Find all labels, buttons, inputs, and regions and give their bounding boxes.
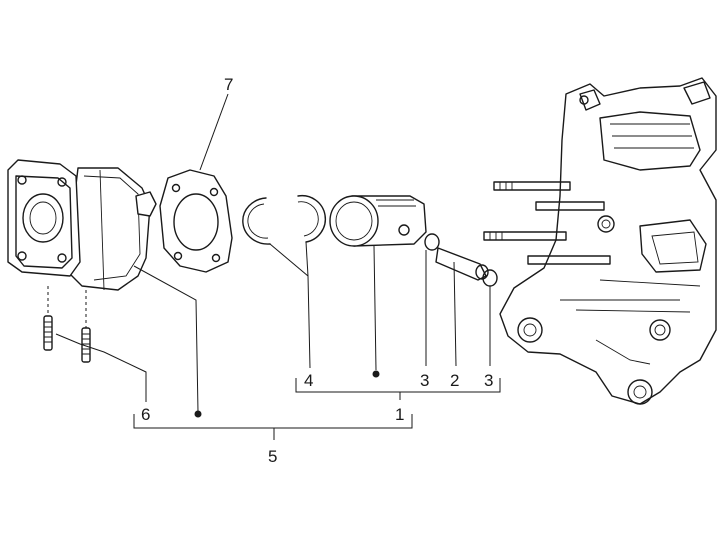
callout-7: 7 [224, 75, 233, 94]
callout-1: 1 [395, 405, 404, 424]
callout-4: 4 [304, 371, 313, 390]
callout-3-right: 3 [484, 371, 493, 390]
callout-2: 2 [450, 371, 459, 390]
callout-dot-piston [372, 370, 380, 378]
leader-lines [55, 93, 501, 440]
circlip-left [424, 233, 440, 251]
callout-dot-head [194, 410, 202, 418]
studs [43, 286, 91, 363]
callout-6: 6 [141, 405, 150, 424]
callout-3-left: 3 [420, 371, 429, 390]
cylinder-head [7, 159, 157, 291]
piston-pin [435, 247, 489, 281]
callout-5: 5 [268, 447, 277, 466]
head-gasket [159, 169, 233, 273]
crankcase [483, 77, 717, 405]
piston [329, 195, 427, 247]
piston-rings [242, 194, 326, 245]
